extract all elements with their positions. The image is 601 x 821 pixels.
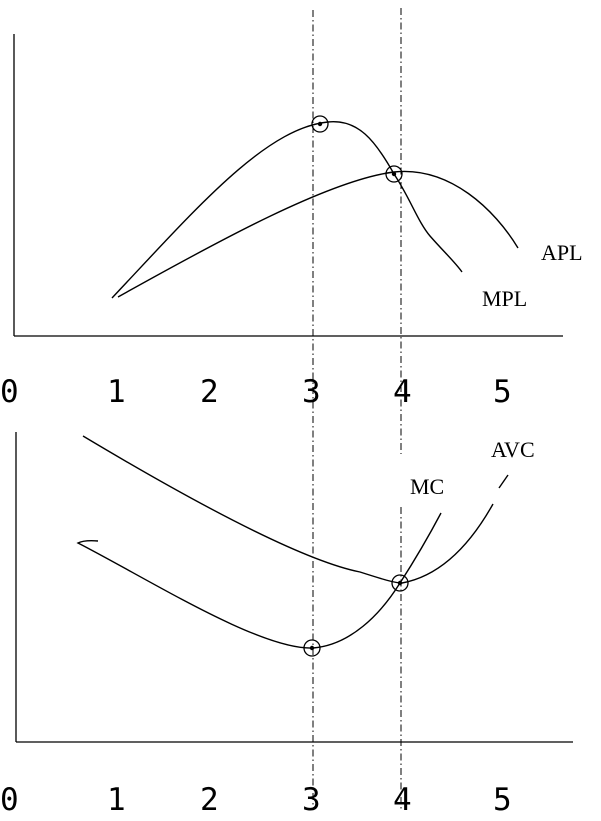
top-tick-2: 2 — [200, 374, 219, 410]
avc-upper-tick — [498, 474, 509, 489]
marker-apl-mpl-intersection — [385, 165, 403, 183]
marker-mc-min — [303, 639, 321, 657]
bottom-x-tick-labels: 0 1 2 3 4 5 — [0, 782, 512, 818]
bottom-tick-5: 5 — [493, 782, 512, 818]
top-tick-1: 1 — [107, 374, 126, 410]
mc-label: MC — [410, 474, 444, 499]
top-x-tick-labels: 0 1 2 3 4 5 — [0, 374, 512, 410]
bottom-tick-0: 0 — [0, 782, 19, 818]
bottom-tick-1: 1 — [107, 782, 126, 818]
marker-avc-mc-intersection — [391, 574, 409, 592]
bottom-tick-3: 3 — [302, 782, 321, 818]
bottom-panel: MC AVC 0 1 2 3 4 5 — [0, 432, 573, 818]
top-panel: APL MPL 0 1 2 3 4 5 — [0, 34, 583, 410]
mc-curve — [76, 512, 442, 649]
bottom-tick-2: 2 — [200, 782, 219, 818]
top-tick-3: 3 — [302, 374, 321, 410]
apl-label: APL — [541, 240, 583, 265]
mpl-label: MPL — [482, 286, 527, 311]
mpl-curve — [111, 121, 463, 299]
avc-curve — [82, 435, 494, 584]
avc-label: AVC — [491, 437, 535, 462]
bottom-tick-4: 4 — [393, 782, 412, 818]
top-tick-4: 4 — [393, 374, 412, 410]
top-tick-0: 0 — [0, 374, 19, 410]
apl-curve — [117, 170, 519, 298]
top-tick-5: 5 — [493, 374, 512, 410]
marker-mpl-max — [311, 115, 329, 133]
